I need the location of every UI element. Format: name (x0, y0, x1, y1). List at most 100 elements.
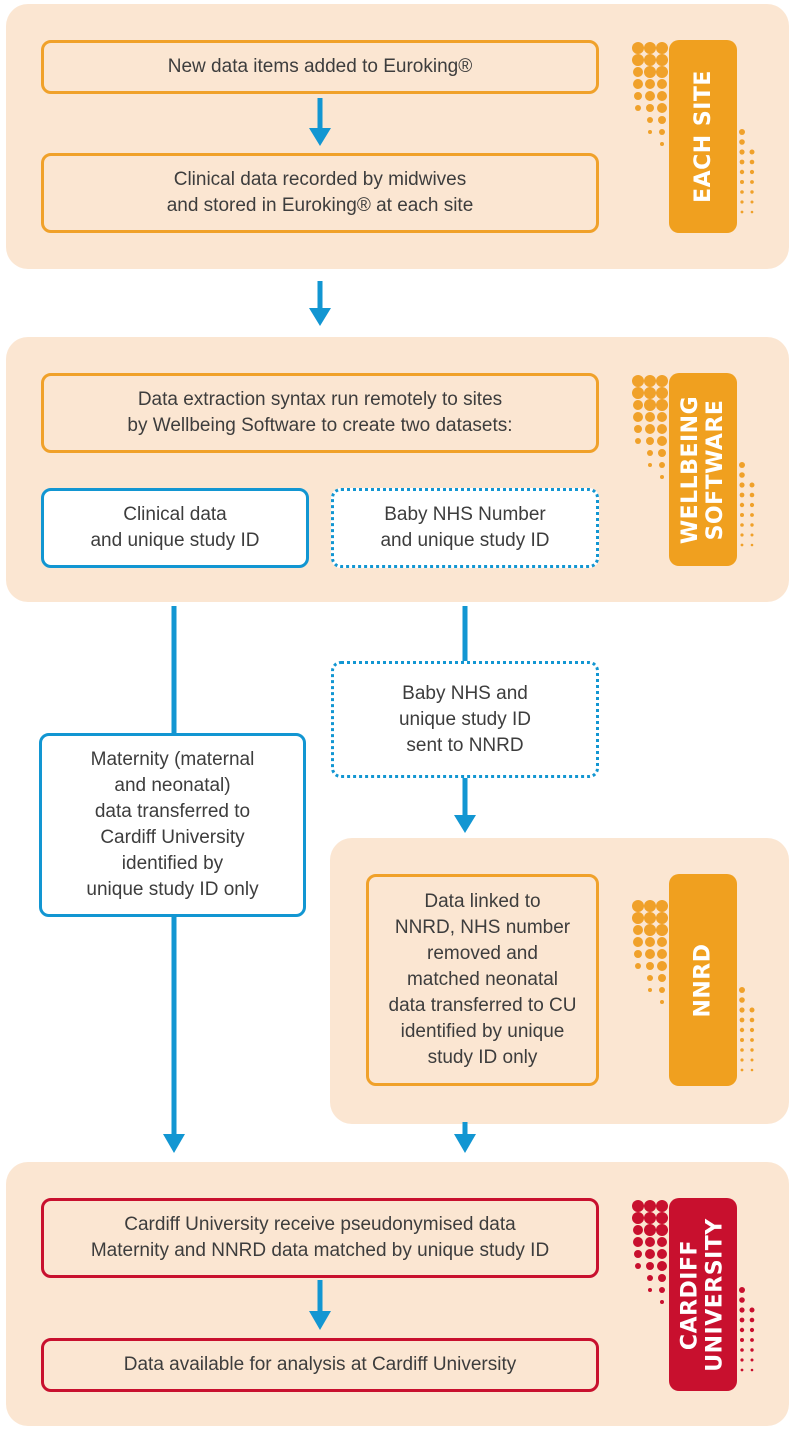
dot (740, 523, 744, 527)
dot (740, 1058, 744, 1062)
dot (645, 79, 655, 89)
dot (645, 412, 655, 422)
dot (740, 190, 744, 194)
dot (656, 387, 668, 399)
dot (633, 1237, 643, 1247)
dot-pattern-each-site (632, 42, 755, 214)
dot (740, 1338, 744, 1342)
dot (644, 42, 656, 54)
dot (659, 1287, 665, 1293)
baby-nhs-number-box: Baby NHS Number and unique study ID (331, 488, 599, 568)
dot (739, 1307, 745, 1313)
dot (647, 1275, 653, 1281)
dot (750, 533, 754, 537)
dot (657, 1237, 667, 1247)
dot (656, 399, 668, 411)
dot (634, 1250, 642, 1258)
dot (749, 1017, 755, 1023)
data-extraction-box: Data extraction syntax run remotely to s… (41, 373, 599, 453)
dot (635, 438, 641, 444)
dot (644, 900, 656, 912)
dot (647, 117, 653, 123)
data-available-box: Data available for analysis at Cardiff U… (41, 1338, 599, 1392)
dot (657, 412, 667, 422)
dot (645, 91, 655, 101)
dot (660, 142, 664, 146)
dot (739, 1287, 745, 1293)
dot (740, 1038, 744, 1042)
dot (657, 949, 667, 959)
dot (660, 1300, 664, 1304)
dot (645, 1237, 655, 1247)
dot (740, 210, 744, 214)
dot (750, 180, 754, 184)
dot (750, 1368, 754, 1372)
each-site-label: EACH SITE (669, 40, 737, 233)
dot (740, 1348, 744, 1352)
dot (644, 1200, 656, 1212)
dot (740, 513, 744, 517)
dot (659, 462, 665, 468)
clinical-data-box: Clinical data and unique study ID (41, 488, 309, 568)
dot (750, 1338, 754, 1342)
dot (740, 200, 744, 204)
dot (749, 502, 755, 508)
dot (660, 475, 664, 479)
dot (644, 66, 656, 78)
dot (740, 1368, 744, 1372)
dot (750, 190, 754, 194)
dot (645, 937, 655, 947)
dot (632, 912, 644, 924)
dot (644, 387, 656, 399)
dot (739, 1007, 745, 1013)
dot (739, 462, 745, 468)
dot (644, 375, 656, 387)
dot (750, 1058, 754, 1062)
dot (657, 1249, 667, 1259)
dot (749, 159, 755, 165)
wellbeing-software-label: WELLBEING SOFTWARE (669, 373, 737, 566)
dot (633, 1225, 643, 1235)
dot (739, 149, 745, 155)
dot (658, 116, 666, 124)
dot (739, 159, 745, 165)
dot (739, 129, 745, 135)
dot (739, 987, 745, 993)
dot (739, 1027, 745, 1033)
dot (740, 1358, 744, 1362)
dot (750, 200, 754, 204)
dot (739, 139, 745, 145)
dot (633, 412, 643, 422)
dot (740, 1068, 744, 1072)
dot-pattern-nnrd (632, 900, 755, 1072)
dot (648, 463, 652, 467)
dot (645, 1249, 655, 1259)
nnrd-data-linked-box: Data linked to NNRD, NHS number removed … (366, 874, 599, 1086)
dot (740, 180, 744, 184)
dot (633, 925, 643, 935)
dot (656, 66, 668, 78)
dot (648, 988, 652, 992)
dot (739, 1317, 745, 1323)
dot (739, 472, 745, 478)
dot (750, 1068, 754, 1072)
dot (634, 425, 642, 433)
dot (657, 436, 667, 446)
dot (644, 1224, 656, 1236)
dot (750, 523, 754, 527)
dot (657, 91, 667, 101)
dot (648, 130, 652, 134)
dot (740, 543, 744, 547)
dot (749, 1317, 755, 1323)
dot (749, 169, 755, 175)
dot (656, 375, 668, 387)
dot (658, 449, 666, 457)
dot (656, 42, 668, 54)
dot (634, 950, 642, 958)
dot (749, 149, 755, 155)
dot (750, 210, 754, 214)
dot (750, 513, 754, 517)
dot (739, 1017, 745, 1023)
dot (660, 1000, 664, 1004)
